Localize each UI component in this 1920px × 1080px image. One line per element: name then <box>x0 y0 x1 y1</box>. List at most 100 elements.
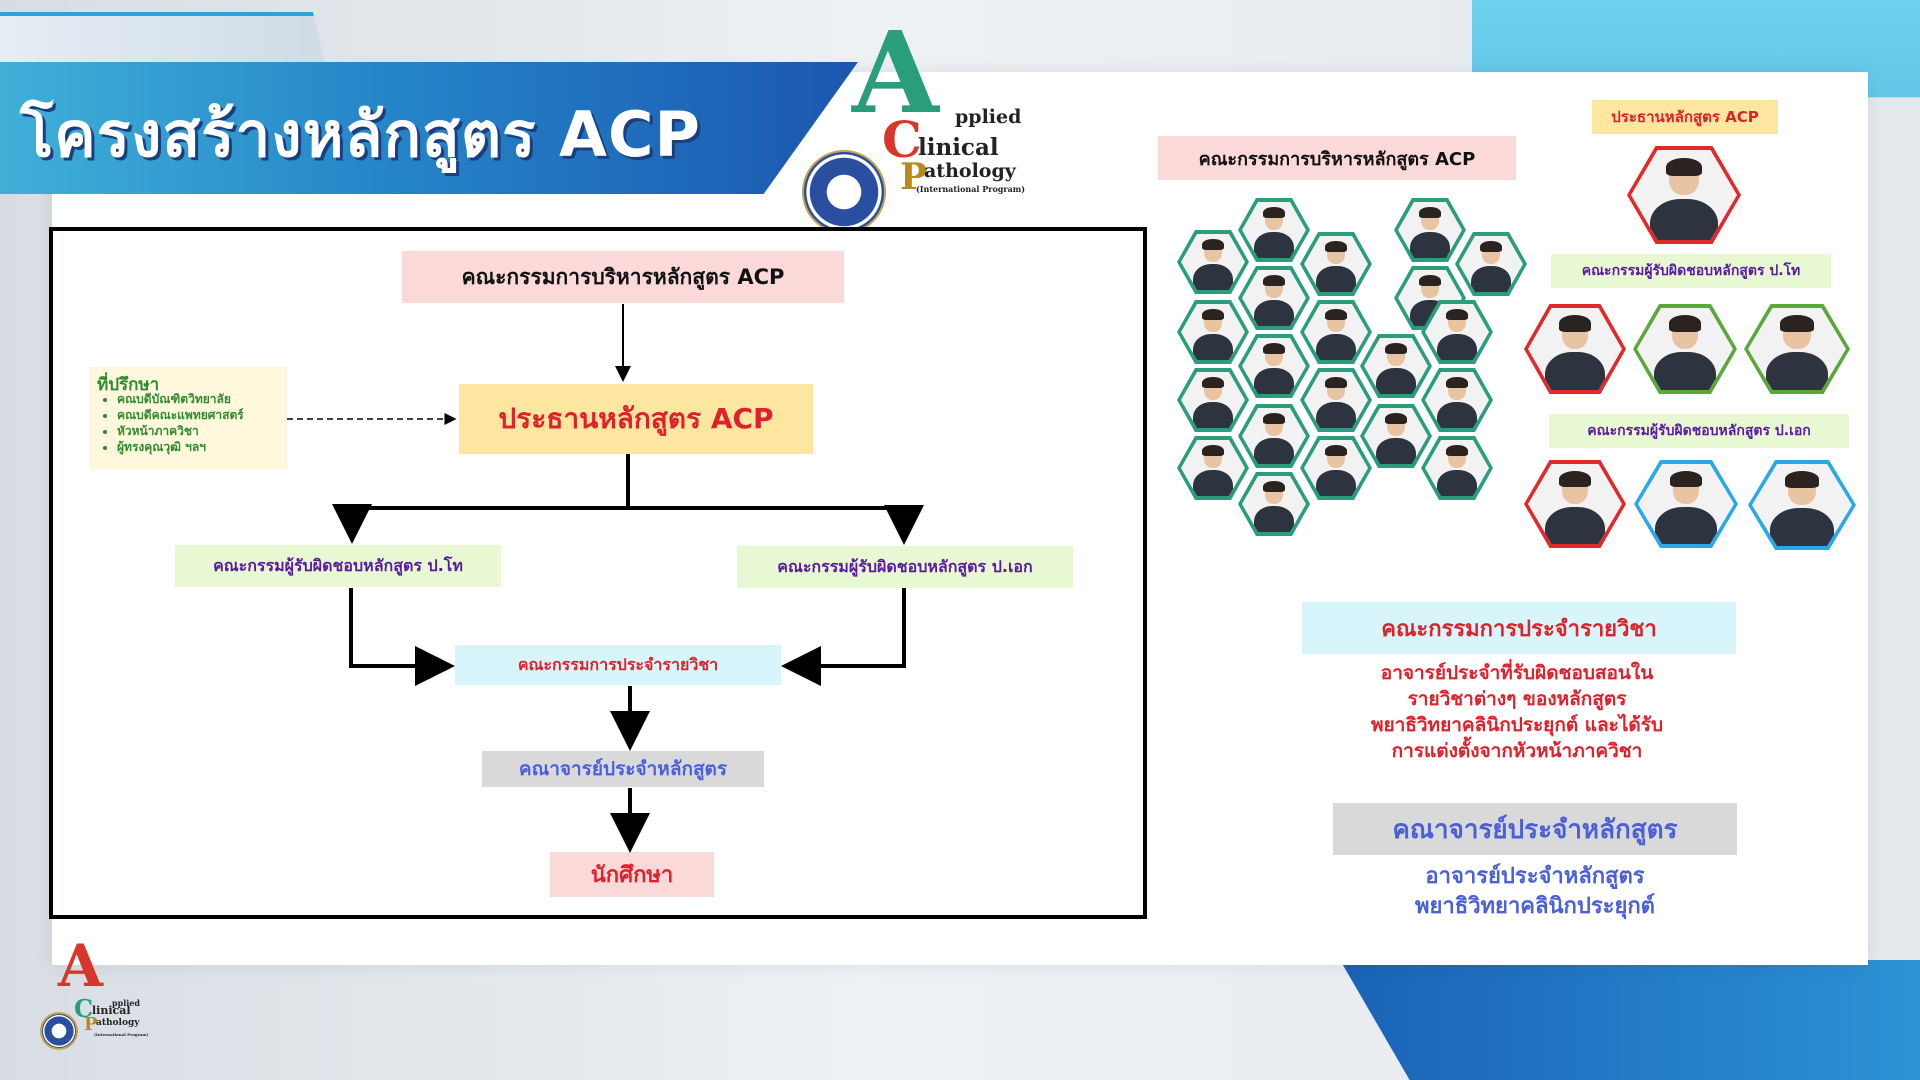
portrait-hair <box>1385 413 1407 425</box>
portrait-body <box>1192 402 1234 428</box>
advisor-item: คณบดีบัณฑิตวิทยาลัย <box>117 391 244 407</box>
portrait-photo <box>1459 236 1523 292</box>
portrait-hair <box>1780 315 1814 332</box>
logo-small-letter-a: A <box>58 932 104 1000</box>
portrait-body <box>1470 266 1512 292</box>
portrait-photo <box>1425 440 1489 496</box>
portrait-hair <box>1480 241 1502 253</box>
logo-word-clinical: linical <box>918 134 999 161</box>
logo-small-letter-c: C <box>74 994 94 1023</box>
portrait-hair <box>1325 309 1347 321</box>
portrait-hair <box>1202 239 1224 251</box>
logo-letter-a: A <box>852 8 939 139</box>
portrait-photo <box>1242 270 1306 326</box>
course-desc-line: รายวิชาต่างๆ ของหลักสูตร <box>1407 688 1627 710</box>
portrait-photo <box>1242 338 1306 394</box>
flow-phd-committee: คณะกรรมผู้รับผิดชอบหลักสูตร ป.เอก <box>737 546 1073 588</box>
portrait-hair <box>1263 275 1285 287</box>
portrait-hair <box>1419 207 1441 219</box>
portrait-hair <box>1446 309 1468 321</box>
portrait-body <box>1315 470 1357 496</box>
master-member-photo <box>1524 304 1626 394</box>
portrait-hair <box>1325 377 1347 389</box>
portrait-photo <box>1425 372 1489 428</box>
portrait-body <box>1375 438 1417 464</box>
faculty-desc-line: พยาธิวิทยาคลินิกประยุกต์ <box>1415 894 1655 919</box>
course-desc-line: พยาธิวิทยาคลินิกประยุกต์ และได้รับ <box>1370 714 1664 736</box>
advisor-item: ผู้ทรงคุณวุฒิ ฯลฯ <box>117 439 244 455</box>
committee-member-photo <box>1394 198 1466 262</box>
portrait-hair <box>1785 471 1819 488</box>
logo-letter-p: P <box>900 156 928 198</box>
portrait-body <box>1765 352 1829 390</box>
portrait-photo <box>1181 304 1245 360</box>
portrait-body <box>1436 334 1478 360</box>
flow-advisor-box: ที่ปรึกษา คณบดีบัณฑิตวิทยาลัย คณบดีคณะแพ… <box>89 367 287 469</box>
portrait-photo <box>1637 308 1733 390</box>
acp-logo-small: A pplied C linical P athology (Internati… <box>40 932 150 1050</box>
portrait-photo <box>1304 372 1368 428</box>
advisor-item: คณบดีคณะแพทยศาสตร์ <box>117 407 244 423</box>
portrait-hair <box>1202 309 1224 321</box>
portrait-hair <box>1559 471 1591 488</box>
portrait-body <box>1650 198 1718 240</box>
portrait-photo <box>1181 372 1245 428</box>
phd-member-photo <box>1748 460 1856 550</box>
phd-member-photo <box>1634 460 1738 548</box>
master-member-photo <box>1744 304 1850 394</box>
portrait-hair <box>1446 377 1468 389</box>
faculty-label: คณาจารย์ประจำหลักสูตร <box>1333 803 1737 855</box>
page-title: โครงสร้างหลักสูตร ACP <box>20 98 701 171</box>
flow-chair: ประธานหลักสูตร ACP <box>459 384 813 454</box>
portrait-body <box>1253 232 1295 258</box>
course-committee-label: คณะกรรมการประจำรายวิชา <box>1302 602 1736 654</box>
portrait-body <box>1655 507 1717 544</box>
portrait-photo <box>1242 202 1306 258</box>
admin-committee-label: คณะกรรมการบริหารหลักสูตร ACP <box>1158 136 1516 180</box>
logo-small-letter-p: P <box>84 1014 98 1035</box>
portrait-photo <box>1528 308 1622 390</box>
portrait-photo <box>1752 464 1852 546</box>
logo-word-pathology: athology <box>924 160 1016 182</box>
portrait-hair <box>1446 445 1468 457</box>
title-band <box>0 62 858 194</box>
portrait-photo <box>1364 338 1428 394</box>
portrait-photo <box>1304 304 1368 360</box>
advisor-item: หัวหน้าภาควิชา <box>117 423 244 439</box>
course-committee-desc: อาจารย์ประจำที่รับผิดชอบสอนใน รายวิชาต่า… <box>1300 660 1734 764</box>
logo-word-applied: pplied <box>955 106 1022 128</box>
portrait-body <box>1544 507 1606 544</box>
committee-member-photo <box>1238 198 1310 262</box>
chair-label: ประธานหลักสูตร ACP <box>1592 100 1778 134</box>
portrait-hair <box>1669 471 1703 488</box>
background-accent-bottom <box>1340 960 1920 1080</box>
flow-top-committee: คณะกรรมการบริหารหลักสูตร ACP <box>402 251 844 303</box>
portrait-body <box>1253 506 1295 532</box>
phd-label: คณะกรรมผู้รับผิดชอบหลักสูตร ป.เอก <box>1549 414 1849 448</box>
course-desc-line: อาจารย์ประจำที่รับผิดชอบสอนใน <box>1380 662 1654 684</box>
portrait-photo <box>1242 476 1306 532</box>
logo-subtitle: (International Program) <box>916 184 1026 194</box>
logo-small-word-clinical: linical <box>92 1004 131 1017</box>
logo-letter-c: C <box>882 110 922 169</box>
portrait-hair <box>1668 315 1702 332</box>
faculty-desc: อาจารย์ประจำหลักสูตร พยาธิวิทยาคลินิกประ… <box>1333 862 1737 922</box>
portrait-photo <box>1638 464 1734 544</box>
acp-logo: A pplied C linical P athology (Internati… <box>800 8 1040 234</box>
portrait-photo <box>1528 464 1622 544</box>
portrait-photo <box>1304 440 1368 496</box>
portrait-body <box>1192 264 1234 290</box>
portrait-hair <box>1385 343 1407 355</box>
portrait-hair <box>1559 315 1591 332</box>
portrait-body <box>1654 352 1716 390</box>
portrait-body <box>1436 402 1478 428</box>
portrait-hair <box>1202 445 1224 457</box>
portrait-photo <box>1748 308 1846 390</box>
flow-master-committee: คณะกรรมผู้รับผิดชอบหลักสูตร ป.โท <box>175 545 501 587</box>
portrait-body <box>1436 470 1478 496</box>
portrait-hair <box>1419 275 1441 287</box>
logo-small-subtitle: (International Program) <box>94 1032 149 1037</box>
flow-course-committee: คณะกรรมการประจำรายวิชา <box>455 645 781 685</box>
university-seal-icon <box>802 150 886 234</box>
portrait-photo <box>1304 236 1368 292</box>
